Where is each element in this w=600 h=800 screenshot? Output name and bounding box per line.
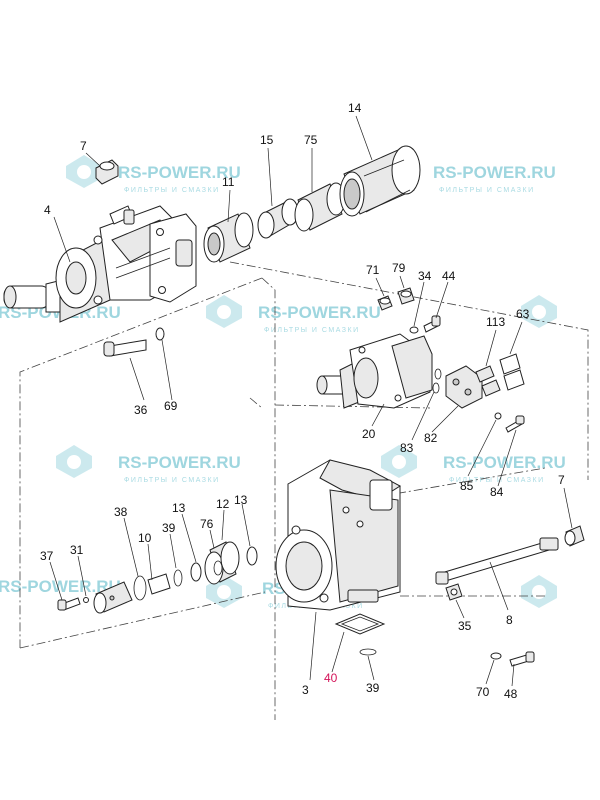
part-34-washer (409, 326, 419, 334)
callout-12: 12 (216, 497, 230, 511)
watermark-tagline-text: ФИЛЬТРЫ И СМАЗКИ (449, 477, 545, 484)
part-15-bushing (257, 198, 299, 239)
callout-34: 34 (418, 269, 432, 283)
watermark-tagline-text: ФИЛЬТРЫ И СМАЗКИ (439, 187, 535, 194)
part-38-ring (133, 575, 147, 601)
part-85-washer (494, 412, 502, 420)
watermark-brand-text: RS-POWER.RU (118, 163, 241, 182)
part-12-o-ring (213, 560, 223, 576)
part-63-fittings (499, 353, 525, 391)
watermark-logo (521, 295, 557, 328)
callout-79: 79 (392, 261, 406, 275)
callout-44: 44 (442, 269, 456, 283)
watermark-logo: RS-POWER.RU ФИЛЬТРЫ И СМАЗКИ (381, 445, 566, 484)
callout-31: 31 (70, 543, 84, 557)
callout-85: 85 (460, 479, 474, 493)
part-82-cover-plate (445, 365, 483, 409)
watermark-tagline-text: ФИЛЬТРЫ И СМАЗКИ (124, 187, 220, 194)
watermark-brand-text: RS-POWER.RU (258, 303, 381, 322)
callout-38: 38 (114, 505, 128, 519)
part-13-washer-left (190, 562, 202, 582)
callout-8: 8 (506, 613, 513, 627)
part-76-gear (204, 541, 240, 585)
part-10-pin (147, 573, 171, 595)
callout-113: 113 (486, 315, 505, 329)
callout-36: 36 (134, 403, 148, 417)
callout-48: 48 (504, 687, 518, 701)
callout-13: 13 (234, 493, 248, 507)
callout-7: 7 (80, 139, 87, 153)
callout-69: 69 (164, 399, 178, 413)
part-20-hydraulic-motor (316, 333, 433, 409)
callout-39: 39 (366, 681, 380, 695)
watermark-brand-text: RS-POWER.RU (443, 453, 566, 472)
watermark-logo: RS-POWER.RU (0, 577, 121, 596)
assembly-centerlines (19, 261, 589, 720)
watermark-brand-text: RS-POWER.RU (433, 163, 556, 182)
part-83-o-rings (432, 368, 442, 394)
part-113-fittings (475, 365, 501, 397)
part-11-splined-coupling (203, 212, 254, 263)
part-75-sleeve (294, 182, 346, 232)
part-84-bolt (505, 415, 525, 433)
part-8-rod (435, 537, 559, 585)
callout-11: 11 (222, 175, 235, 189)
watermark-logo: RS-POWER.RU ФИЛЬТРЫ И СМАЗКИ (56, 445, 241, 484)
callout-3: 3 (302, 683, 309, 697)
watermark-logo (521, 575, 557, 608)
callout-84: 84 (490, 485, 504, 499)
part-40-gasket (334, 613, 386, 635)
callout-40: 40 (324, 671, 338, 685)
callout-39: 39 (162, 521, 176, 535)
part-70-washer (490, 652, 502, 660)
callout-71: 71 (366, 263, 380, 277)
part-36-bolt (103, 339, 147, 357)
watermark-brand-text: RS-POWER.RU (118, 453, 241, 472)
callout-leaders (49, 115, 573, 687)
callout-82: 82 (424, 431, 438, 445)
part-7-plug (95, 159, 119, 185)
part-69-washer (155, 327, 165, 341)
part-4-pump-assembly (3, 205, 197, 323)
part-7-plug-right (564, 525, 585, 547)
part-13-washer-right (246, 546, 258, 566)
callout-70: 70 (476, 685, 490, 699)
callout-labels: 7 4 11 15 75 14 71 79 34 44 113 63 36 69… (40, 101, 565, 701)
part-37-bolt (57, 597, 89, 611)
part-35-nut (445, 583, 463, 601)
part-48-bolt (509, 651, 535, 667)
callout-63: 63 (516, 307, 530, 321)
callout-4: 4 (44, 203, 51, 217)
callout-14: 14 (348, 101, 362, 115)
callout-20: 20 (362, 427, 376, 441)
callout-7: 7 (558, 473, 565, 487)
callout-15: 15 (260, 133, 274, 147)
part-31-cap (93, 581, 133, 614)
part-14-gear-ring (339, 145, 421, 217)
callout-10: 10 (138, 531, 152, 545)
callout-76: 76 (200, 517, 214, 531)
callout-75: 75 (304, 133, 318, 147)
watermark-logo: RS-POWER.RU ФИЛЬТРЫ И СМАЗКИ (206, 295, 381, 334)
part-39-o-ring-upper (173, 569, 183, 587)
callout-35: 35 (458, 619, 472, 633)
callout-37: 37 (40, 549, 54, 563)
watermark-logo: RS-POWER.RU ФИЛЬТРЫ И СМАЗКИ (66, 155, 241, 194)
callout-13: 13 (172, 501, 186, 515)
watermark-tagline-text: ФИЛЬТРЫ И СМАЗКИ (264, 327, 360, 334)
part-71-fitting (377, 295, 393, 311)
part-3-housing (275, 459, 401, 611)
part-79-fitting (397, 287, 415, 305)
part-44-bolt (423, 315, 441, 333)
callout-83: 83 (400, 441, 414, 455)
part-39-o-ring-lower (359, 648, 377, 656)
watermark-tagline-text: ФИЛЬТРЫ И СМАЗКИ (124, 477, 220, 484)
watermark-brand-text: RS-POWER.RU (0, 577, 121, 596)
